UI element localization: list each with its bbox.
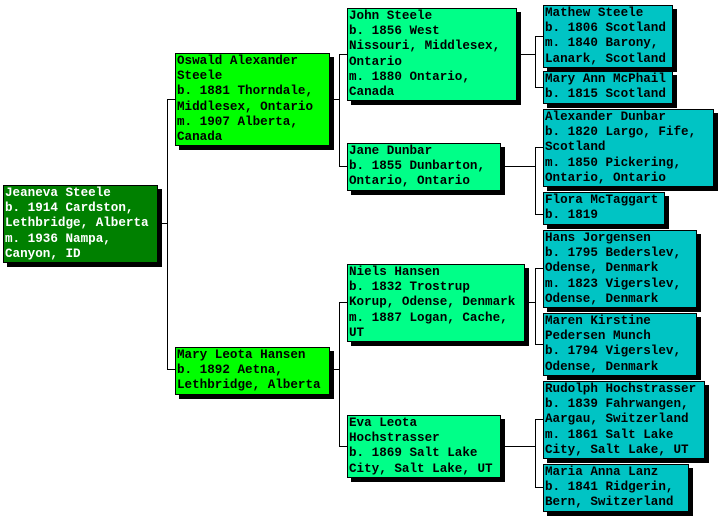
person-name: John Steele [349,9,433,23]
connector-eva [501,419,543,488]
person-name: Niels Hansen [349,265,440,279]
person-detail-line: m. 1861 Salt Lake [545,427,674,442]
person-detail-line: m. 1880 Ontario, [349,69,470,84]
person-name: Mary Ann McPhail [545,72,666,86]
person-detail-line: b. 1839 Fahrwangen, [545,397,689,412]
person-detail-line: Ontario [349,54,402,69]
person-name: Mathew Steele [545,6,644,20]
person-detail-line: Canada [177,130,223,145]
person-detail-line: b. 1832 Trostrup [349,280,470,295]
person-name: Mary Leota Hansen [177,348,306,362]
person-name: Jeaneva Steele [5,186,111,200]
connector-niels [525,268,543,345]
person-name: Hans Jorgensen [545,231,651,245]
person-detail-line: Middlesex, Ontario [177,99,314,114]
person-name: Jane Dunbar [349,144,433,158]
person-detail-line: Bern, Switzerland [545,495,674,510]
person-detail-line: City, Salt Lake, UT [545,442,689,457]
person-detail-line: Lethbridge, Alberta [177,378,321,393]
person-detail-line: b. 1806 Scotland [545,21,666,36]
person-detail-line: b. 1819 [545,208,598,223]
person-detail-line: Lanark, Scotland [545,51,666,66]
connector-jane [501,147,543,215]
person-detail-line: Scotland [545,140,606,155]
person-name: Maria Anna Lanz [545,465,659,479]
person-detail-line: Lethbridge, Alberta [5,216,149,231]
person-name: Maren Kirstine [545,314,651,328]
person-detail-line: b. 1815 Scotland [545,87,666,102]
person-detail-line: Odense, Denmark [545,261,659,276]
person-detail-line: b. 1820 Largo, Fife, [545,125,697,140]
person-detail-line: UT [349,325,365,340]
person-detail-line: City, Salt Lake, UT [349,461,493,476]
person-detail-line: Canyon, ID [5,246,81,261]
person-detail-line: b. 1795 Bederslev, [545,246,682,261]
person-detail-line: b. 1892 Aetna, [177,363,283,378]
person-detail-line: Aargau, Switzerland [545,412,689,427]
person-detail-line: m. 1850 Pickering, [545,155,682,170]
person-detail-line: Korup, Odense, Denmark [349,295,516,310]
connector-gen0 [158,99,175,370]
person-detail-line: b. 1869 Salt Lake [349,446,478,461]
person-detail-line: b. 1841 Ridgerin, [545,480,674,495]
person-name: Eva Leota [349,416,418,430]
person-name: Flora McTaggart [545,193,659,207]
connector-john [517,36,543,88]
person-name: Alexander Dunbar [545,110,666,124]
person-name: Rudolph Hochstrasser [545,382,697,396]
person-detail-line: b. 1881 Thorndale, [177,84,314,99]
person-detail-line: Pedersen Munch [545,329,651,344]
person-detail-line: b. 1794 Vigerslev, [545,344,682,359]
person-detail-line: Steele [177,69,223,84]
person-detail-line: Ontario, Ontario [545,170,666,185]
person-detail-line: Canada [349,85,395,100]
person-name: Oswald Alexander [177,54,298,68]
person-detail-line: b. 1855 Dunbarton, [349,159,486,174]
person-detail-line: Hochstrasser [349,431,440,446]
person-detail-line: m. 1907 Alberta, [177,114,298,129]
person-detail-line: b. 1856 West [349,24,440,39]
person-detail-line: Ontario, Ontario [349,174,470,189]
person-detail-line: m. 1823 Vigerslev, [545,276,682,291]
person-detail-line: m. 1887 Logan, Cache, [349,310,508,325]
person-detail-line: Nissouri, Middlesex, [349,39,501,54]
connector-gen1-bottom [330,302,347,447]
person-detail-line: b. 1914 Cardston, [5,201,134,216]
person-detail-line: m. 1936 Nampa, [5,231,111,246]
person-detail-line: Odense, Denmark [545,359,659,374]
person-detail-line: Odense, Denmark [545,291,659,306]
person-detail-line: m. 1840 Barony, [545,36,659,51]
connector-gen1-top [330,54,347,167]
